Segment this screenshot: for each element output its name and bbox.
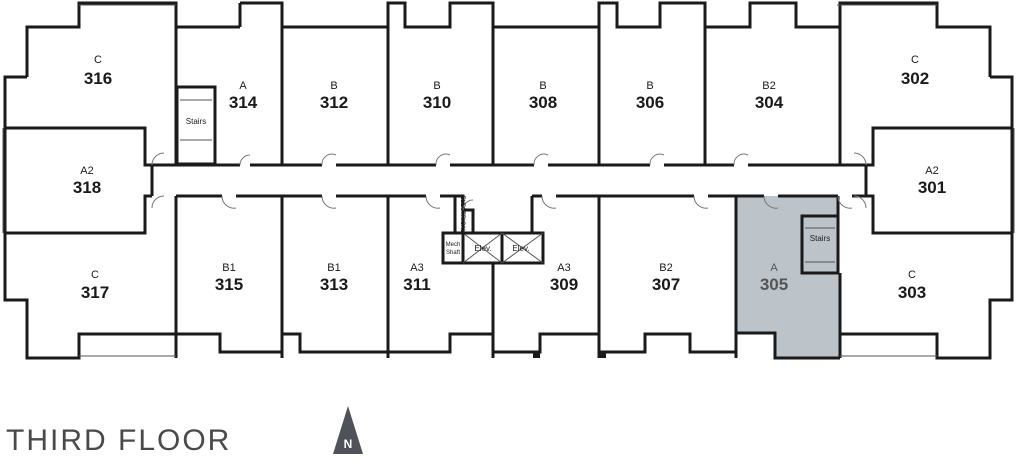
unit-number: 318: [73, 178, 101, 197]
unit-314[interactable]: A 314: [229, 80, 258, 112]
unit-305-highlight[interactable]: [736, 196, 840, 358]
mech-shaft-label-2: Shaft: [446, 250, 460, 256]
unit-type: C: [908, 269, 916, 281]
unit-type: A3: [557, 262, 570, 274]
unit-302[interactable]: C 302: [901, 54, 929, 88]
unit-306[interactable]: B 306: [636, 80, 664, 112]
stairs-west-label: Stairs: [186, 117, 206, 126]
unit-318[interactable]: A2 318: [73, 165, 101, 197]
unit-307[interactable]: B2 307: [652, 262, 680, 294]
unit-309[interactable]: A3 309: [550, 262, 578, 294]
stairs-east-label: Stairs: [810, 234, 830, 243]
unit-type: B2: [762, 80, 775, 92]
unit-type: A: [770, 262, 778, 274]
unit-303[interactable]: C 303: [898, 269, 926, 302]
unit-type: B: [539, 80, 546, 92]
unit-312[interactable]: B 312: [320, 80, 348, 112]
unit-type: B1: [327, 262, 340, 274]
unit-number: 306: [636, 93, 664, 112]
unit-type: C: [94, 54, 102, 66]
elevator-1-label: Elev.: [474, 244, 491, 253]
unit-number: 303: [898, 283, 926, 302]
unit-number: 309: [550, 275, 578, 294]
unit-number: 314: [229, 93, 258, 112]
unit-number: 308: [529, 93, 557, 112]
unit-number: 310: [423, 93, 451, 112]
unit-type: A2: [925, 165, 938, 177]
floor-title: THIRD FLOOR: [6, 424, 232, 457]
unit-type: A2: [80, 165, 93, 177]
unit-type: B1: [222, 262, 235, 274]
unit-number: 305: [760, 275, 788, 294]
north-wing-walls: [3, 1, 1014, 167]
unit-315[interactable]: B1 315: [215, 262, 243, 294]
unit-305[interactable]: A 305: [760, 262, 788, 294]
unit-310[interactable]: B 310: [423, 80, 451, 112]
unit-number: 316: [84, 69, 112, 88]
unit-type: C: [91, 269, 99, 281]
unit-304[interactable]: B2 304: [755, 80, 784, 112]
elevator-2-label: Elev.: [512, 244, 529, 253]
unit-number: 313: [320, 275, 348, 294]
unit-308[interactable]: B 308: [529, 80, 557, 112]
north-label: N: [344, 437, 353, 451]
unit-number: 302: [901, 69, 929, 88]
unit-type: A3: [410, 262, 423, 274]
door-swings: [151, 152, 867, 211]
unit-313[interactable]: B1 313: [320, 262, 348, 294]
unit-311[interactable]: A3 311: [403, 262, 430, 294]
unit-number: 317: [81, 283, 109, 302]
unit-number: 307: [652, 275, 680, 294]
unit-type: B: [433, 80, 440, 92]
a2-wing-walls: [3, 126, 1014, 235]
window-marks: [2, 4, 1015, 357]
unit-number: 304: [755, 93, 784, 112]
unit-301[interactable]: A2 301: [918, 165, 946, 197]
unit-type: B: [330, 80, 337, 92]
unit-number: 301: [918, 178, 946, 197]
unit-number: 315: [215, 275, 243, 294]
south-wing-walls: [3, 194, 1014, 360]
unit-type: B2: [659, 262, 672, 274]
unit-type: A: [239, 80, 247, 92]
electrical-label: ELECTRICAL: [459, 195, 465, 233]
unit-317[interactable]: C 317: [81, 269, 109, 302]
unit-number: 312: [320, 93, 348, 112]
unit-type: B: [646, 80, 653, 92]
mech-shaft-label-1: Mech: [446, 242, 461, 248]
unit-316[interactable]: C 316: [84, 54, 112, 88]
unit-number: 311: [403, 275, 430, 294]
north-arrow-icon: N: [333, 406, 363, 454]
unit-type: C: [911, 54, 919, 66]
